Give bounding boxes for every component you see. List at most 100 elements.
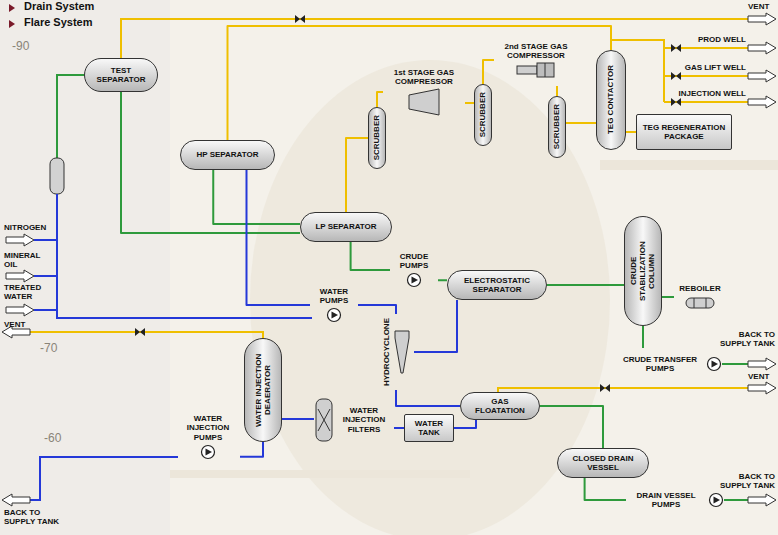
label-group: TEG REGENERATION PACKAGE [641, 123, 727, 141]
filter-unit: WATER INJECTION FILTERS [314, 396, 394, 444]
package-box: TEG REGENERATION PACKAGE [636, 114, 732, 150]
label-group: 1st STAGE GAS COMPRESSOR [384, 68, 464, 116]
reboiler-unit: REBOILER [674, 276, 726, 318]
valve-symbol [671, 44, 681, 52]
pipe-line [247, 170, 311, 305]
pipe-line [213, 170, 300, 224]
outlet-arrow [748, 96, 776, 108]
stream-label: PROD WELL [640, 35, 746, 44]
pipe-line [414, 300, 457, 352]
equipment-label: HP SEPARATOR [196, 150, 258, 159]
pipe-line [358, 305, 396, 314]
pipe-line [626, 131, 636, 133]
label-group: SCRUBBER [552, 104, 561, 149]
reboiler-symbol [685, 296, 715, 310]
separator-vessel: LP SEPARATOR [300, 212, 392, 242]
deaerator-vessel: WATER INJECTION DEAERATOR [244, 338, 282, 442]
stream-label: BACK TO SUPPLY TANK [713, 330, 775, 348]
outlet-arrow [748, 13, 776, 25]
stream-label: GAS LIFT WELL [640, 63, 746, 72]
oil-pipe [722, 363, 748, 365]
label-group: WATER INJECTION FILTERS [315, 398, 393, 442]
manifold-vessel [50, 158, 64, 194]
label-group: TEST SEPARATOR [94, 66, 148, 84]
pump-symbol-part [412, 277, 419, 284]
hydrocyclone-unit: HYDROCYCLONE [378, 314, 414, 390]
valve-symbol [600, 384, 610, 392]
stream-label: VENT [4, 320, 34, 329]
pump-unit: WATER PUMPS [310, 284, 358, 326]
pipe-line [642, 326, 644, 348]
label-group: ELECTROSTATIC SEPARATOR [457, 276, 537, 294]
pipe-line [377, 92, 383, 107]
stream-label: MINERAL OIL [4, 251, 50, 269]
pipe-line [351, 242, 390, 270]
scrubber-vessel: SCRUBBER [548, 96, 566, 158]
compressor-unit: 1st STAGE GAS COMPRESSOR [383, 62, 465, 122]
gas-pipe [30, 332, 263, 338]
photo-beam [170, 470, 470, 478]
label-group: TEG CONTACTOR [606, 65, 615, 134]
stream-label: BACK TO SUPPLY TANK [4, 508, 68, 526]
separator-vessel: ELECTROSTATIC SEPARATOR [447, 270, 547, 300]
equipment-label: WATER TANK [409, 419, 449, 437]
outlet-arrow [2, 494, 30, 506]
label-group: WATER TANK [409, 419, 449, 437]
comp2-symbol-part [545, 63, 546, 77]
label-group: CRUDE PUMPS [391, 252, 437, 288]
pump-symbol-part [708, 358, 721, 371]
equipment-label: 1st STAGE GAS COMPRESSOR [384, 68, 464, 86]
pump-symbol [705, 356, 723, 372]
label-group: HYDROCYCLONE [382, 318, 409, 386]
equipment-label: CRUDE PUMPS [391, 252, 437, 270]
pump-symbol [707, 492, 725, 508]
pipe-line [547, 284, 624, 286]
pipe-line [556, 86, 558, 96]
pump-symbol-part [710, 494, 723, 507]
pump-symbol [325, 307, 343, 323]
equipment-label: REBOILER [679, 284, 720, 293]
equipment-label: LP SEPARATOR [315, 222, 376, 231]
equipment-label: 2nd STAGE GAS COMPRESSOR [495, 42, 577, 60]
pipe-line [396, 390, 460, 406]
equipment-label: WATER INJECTION PUMPS [177, 414, 239, 442]
stream-label: NITROGEN [4, 223, 54, 232]
label-group: CLOSED DRAIN VESSEL [567, 454, 639, 472]
stream-label: VENT [748, 372, 776, 381]
label-group: HP SEPARATOR [196, 150, 258, 159]
equipment-label: CRUDE STABILIZATION COLUMN [629, 228, 657, 314]
pipe-line [585, 478, 626, 500]
comp2-symbol-part [537, 63, 554, 77]
equipment-label: SCRUBBER [478, 92, 487, 137]
bullet-item: Flare System [24, 16, 134, 29]
equipment-label: CLOSED DRAIN VESSEL [567, 454, 639, 472]
label-group: 2nd STAGE GAS COMPRESSOR [495, 42, 577, 78]
pipe-line [540, 406, 603, 448]
pump-symbol-part [332, 312, 339, 319]
pump-unit: CRUDE TRANSFER PUMPS [616, 348, 724, 380]
photo-shade [0, 0, 170, 535]
compressor-unit: 2nd STAGE GAS COMPRESSOR [494, 34, 578, 86]
water-pipe [34, 194, 312, 318]
cone-symbol [394, 330, 410, 374]
equipment-label: WATER PUMPS [311, 287, 357, 305]
reboiler-symbol-part [694, 298, 706, 308]
valve-symbol [671, 98, 681, 106]
scrubber-vessel: SCRUBBER [474, 84, 492, 146]
label-group: WATER INJECTION DEAERATOR [254, 350, 272, 430]
label-group: SCRUBBER [478, 92, 487, 137]
outlet-arrow [748, 42, 776, 54]
pump-symbol-part [714, 497, 721, 504]
pipe-line [483, 60, 494, 84]
label-group: CRUDE TRANSFER PUMPS [617, 355, 723, 373]
pump-unit: WATER INJECTION PUMPS [176, 404, 240, 470]
comp1-symbol-part [409, 89, 439, 115]
pump-symbol-part [206, 448, 213, 455]
bullet-item: Drain System [24, 0, 134, 13]
comp2-symbol [516, 62, 556, 78]
valve-symbol [135, 328, 145, 336]
cone-symbol-part [395, 331, 409, 373]
valve-symbol [295, 15, 305, 23]
oil-pipe [724, 499, 748, 501]
equipment-label: DRAIN VESSEL PUMPS [627, 491, 705, 509]
